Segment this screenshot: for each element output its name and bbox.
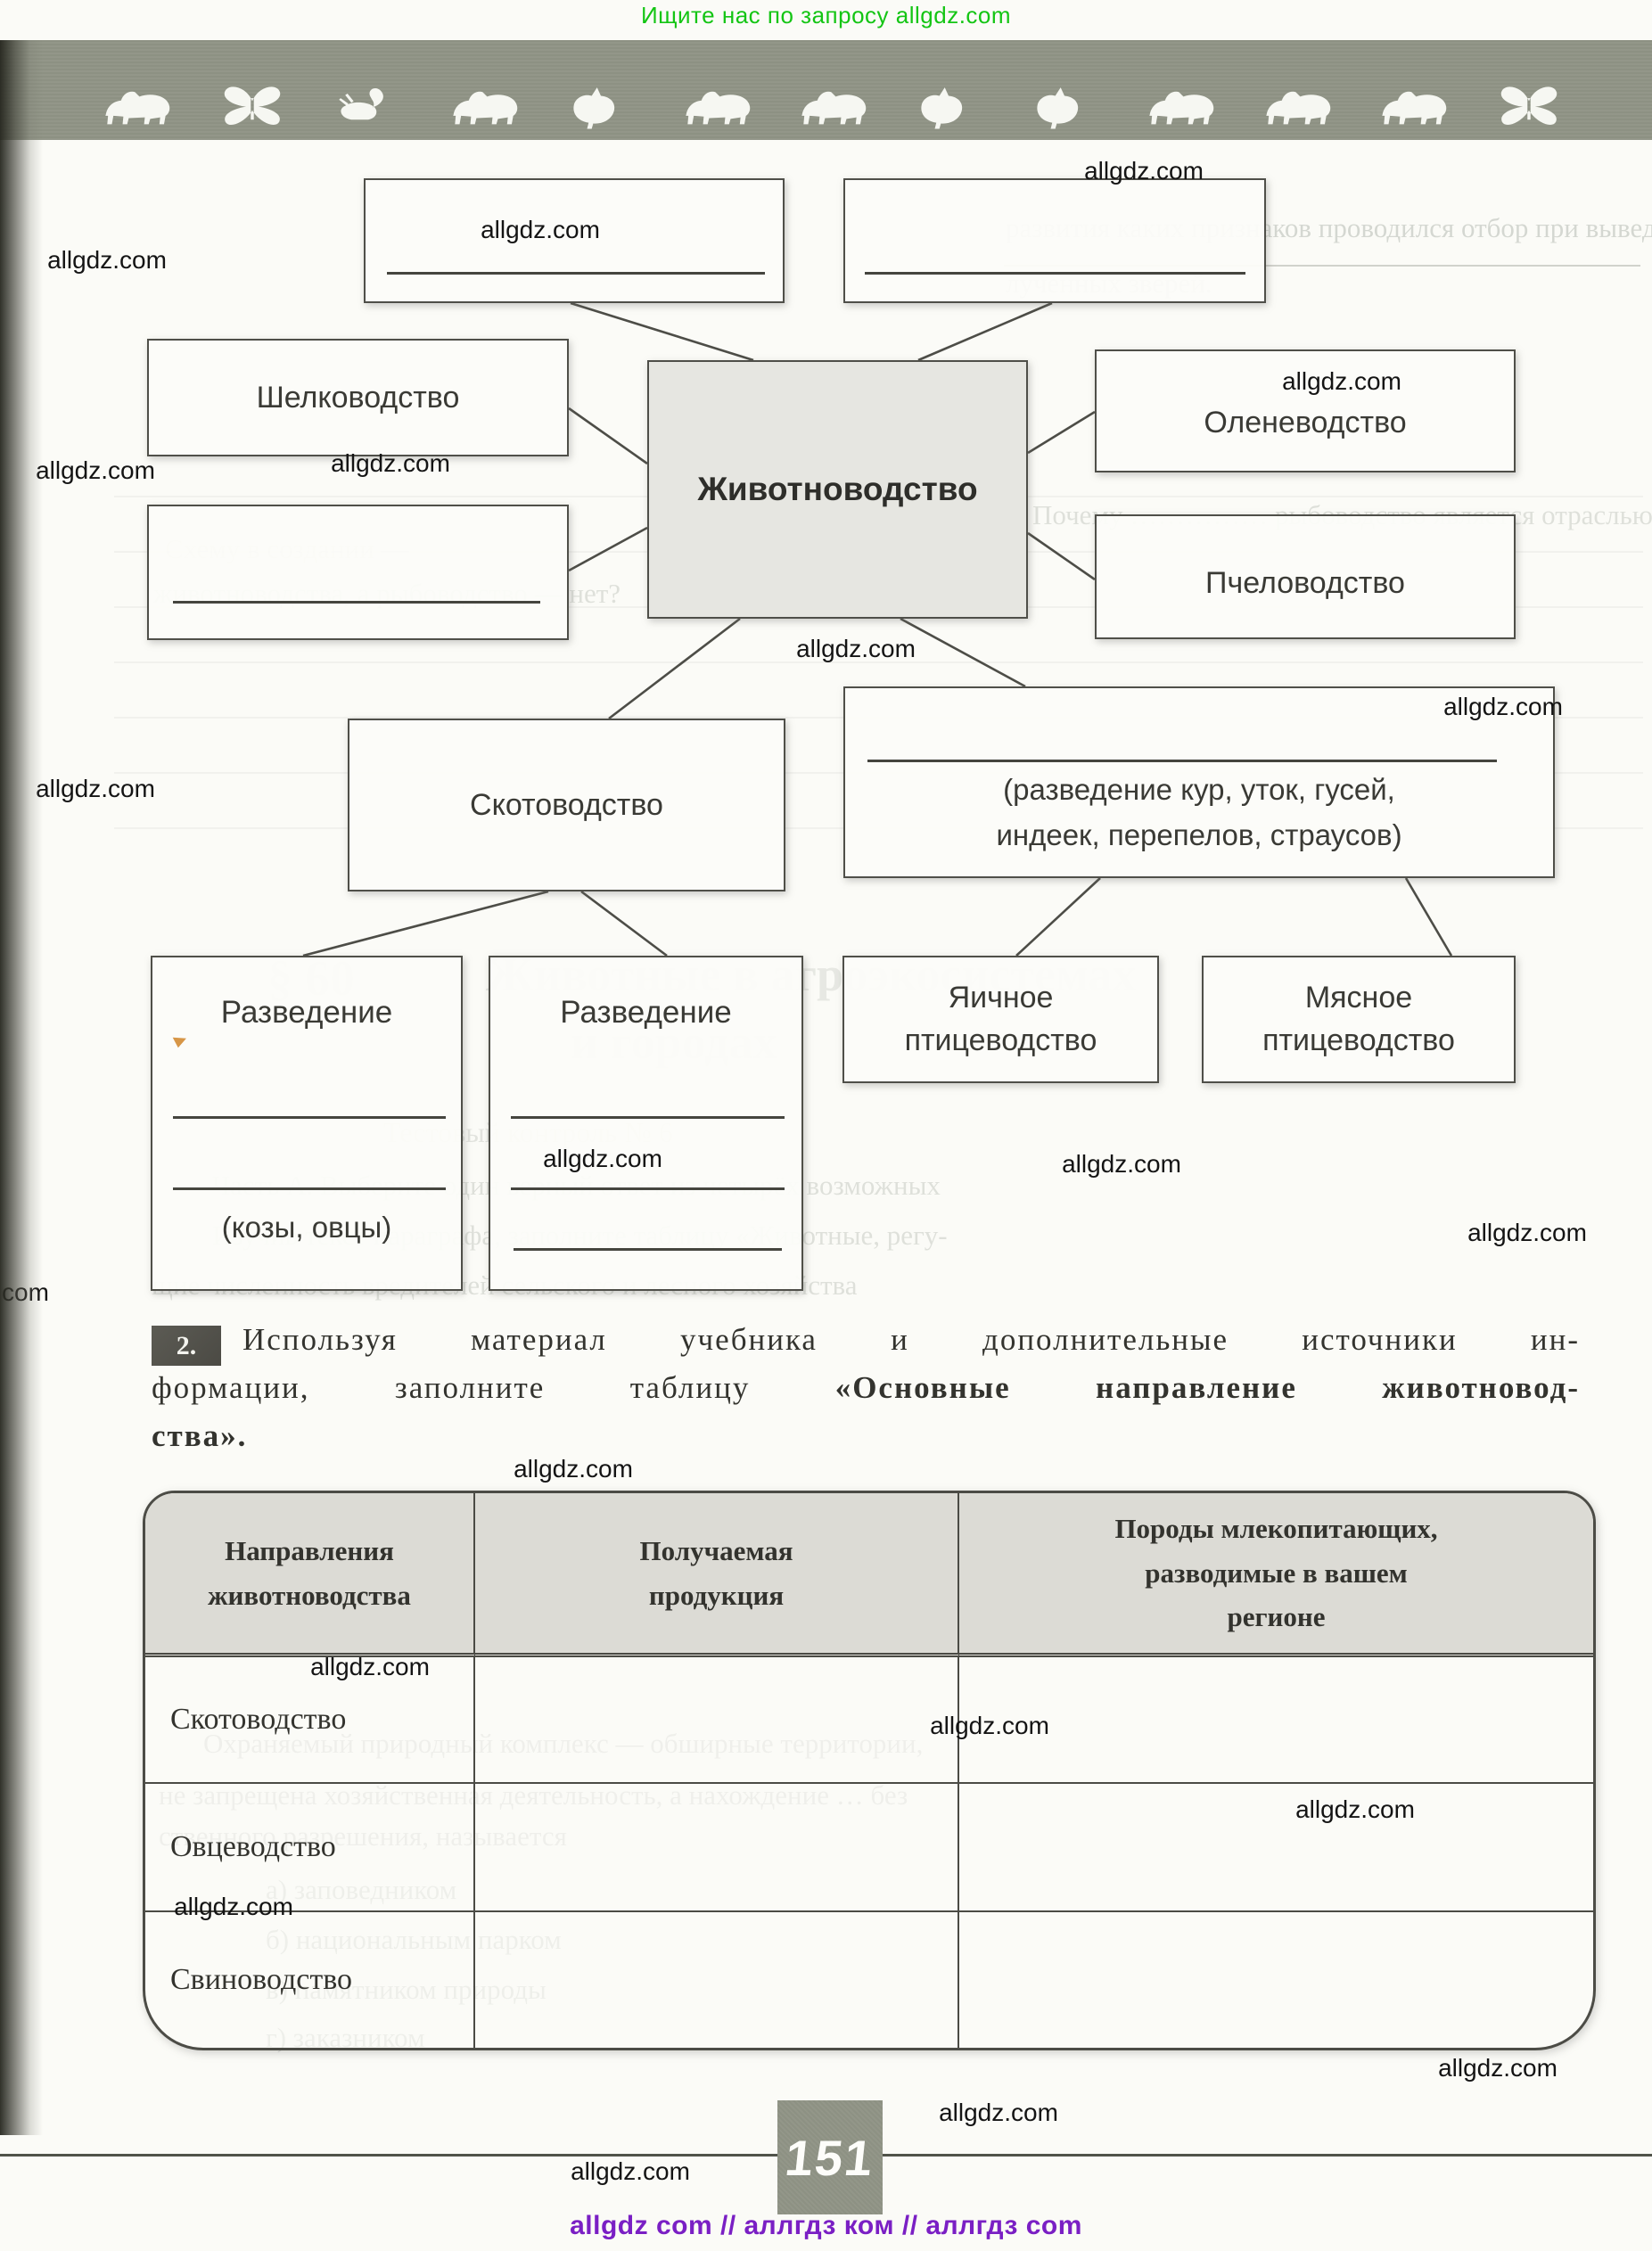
- branch-box-sericulture: Шелководство: [147, 339, 569, 456]
- blank-write-in-line: [173, 601, 540, 604]
- table-cell-pigs: Свиноводство: [145, 1912, 475, 2048]
- directions-table: Направления животноводства Получаемая пр…: [143, 1491, 1596, 2050]
- breeding-label: Разведение: [560, 995, 732, 1030]
- empty-branch-box-top-right: [843, 178, 1266, 303]
- central-box-animal-husbandry: Животноводство: [647, 360, 1028, 619]
- watermark-text: allgdz.com: [174, 1893, 293, 1920]
- table-header-breeds: Породы млекопитающих, разводимые в вашем…: [959, 1493, 1593, 1657]
- box-egg-poultry: Яичное птицеводство: [842, 956, 1159, 1083]
- task-text-normal: формации, заполните таблицу: [152, 1370, 835, 1405]
- branch-box-cattle-breeding: Скотоводство: [348, 719, 785, 891]
- watermark-text: allgdz.com: [1295, 1795, 1415, 1823]
- cat-silhouette-icon: [686, 91, 751, 125]
- box-meat-poultry: Мясное птицеводство: [1202, 956, 1516, 1083]
- blank-write-in-line: [511, 1187, 785, 1190]
- task-text-line2: формации, заполните таблицу «Основные на…: [152, 1370, 1580, 1406]
- table-header-directions: Направления животноводства: [145, 1493, 475, 1657]
- watermark-text: allgdz.com: [514, 1455, 633, 1483]
- watermark-text: allgdz.com: [1438, 2054, 1557, 2082]
- task-text-bold: «Основные направление животновод-: [834, 1370, 1580, 1405]
- goat-silhouette-icon: [1381, 91, 1446, 125]
- page-number-box: 151: [777, 2100, 883, 2214]
- watermark-text: allgdz.com: [1467, 1219, 1587, 1246]
- animal-silhouette-band: [0, 40, 1652, 140]
- table-cell-empty: [475, 1912, 959, 2048]
- empty-branch-box-top-left: [364, 178, 785, 303]
- watermark-text: allgdz.com: [1062, 1150, 1181, 1178]
- box-breeding-other: Разведение: [489, 956, 803, 1291]
- table-header-products: Получаемая продукция: [475, 1493, 959, 1657]
- wolf-silhouette-icon: [1265, 91, 1330, 125]
- butterfly-silhouette-icon: [1500, 86, 1557, 126]
- watermark-text: allgdz.com: [331, 449, 450, 477]
- horse-silhouette-icon: [453, 91, 518, 125]
- table-cell-empty: [475, 1657, 959, 1784]
- blank-write-in-line: [865, 272, 1245, 275]
- dolphin-silhouette-icon: [572, 87, 614, 129]
- watermark-text: allgdz.com: [543, 1145, 662, 1172]
- branch-box-beekeeping: Пчеловодство: [1095, 514, 1516, 639]
- blank-write-in-line: [387, 272, 765, 275]
- promo-text: Ищите нас по запросу allgdz.com: [640, 2, 1012, 29]
- bull-silhouette-icon: [105, 91, 170, 125]
- watermark-text: allgdz.com: [47, 246, 167, 274]
- blank-write-in-line: [511, 1116, 785, 1119]
- table-cell-empty: [959, 1657, 1593, 1784]
- watermark-text: allgdz.com: [939, 2099, 1058, 2126]
- watermark-text: allgdz.com: [310, 1653, 430, 1680]
- box-breeding-goats-sheep: Разведение: [151, 956, 463, 1291]
- footer-links-text: allgdz com // аллгдз ком // аллгдз com: [570, 2211, 1082, 2240]
- boar-silhouette-icon: [1149, 91, 1214, 125]
- scorpion-silhouette-icon: [339, 88, 384, 120]
- watermark-text: allgdz.com: [1443, 693, 1563, 720]
- poultry-note-text: (разведение кур, уток, гусей, индеек, пе…: [996, 773, 1402, 852]
- blank-write-in-line: [514, 1248, 782, 1251]
- watermark-text: allgdz.com: [36, 456, 155, 484]
- watermark-text: allgdz.com: [1084, 157, 1204, 185]
- blank-write-in-line: [173, 1187, 446, 1190]
- table-cell-empty: [959, 1912, 1593, 2048]
- hen-silhouette-icon: [921, 87, 963, 129]
- watermark-text: allgdz.com: [0, 1278, 49, 1306]
- faint-line: [114, 661, 1643, 663]
- table-cell-cattle: Скотоводство: [145, 1657, 475, 1784]
- faint-line: [1004, 265, 1640, 267]
- blank-write-in-line: [867, 760, 1497, 762]
- watermark-text: allgdz.com: [1282, 367, 1401, 395]
- task-number-badge: 2.: [152, 1326, 221, 1366]
- goats-sheep-note: (козы, овцы): [221, 1211, 392, 1244]
- watermark-text: allgdz.com: [481, 216, 600, 243]
- table-cell-empty: [959, 1784, 1593, 1912]
- branch-box-poultry: (разведение кур, уток, гусей, индеек, пе…: [843, 686, 1555, 878]
- butterfly-silhouette-icon: [224, 86, 281, 126]
- task-text-line1: Используя материал учебника и дополнител…: [242, 1322, 1580, 1357]
- task-text-line3: ства».: [152, 1418, 248, 1453]
- lion-silhouette-icon: [801, 91, 867, 125]
- breeding-label: Разведение: [220, 995, 393, 1030]
- blank-write-in-line: [173, 1116, 446, 1119]
- watermark-text: allgdz.com: [36, 775, 155, 802]
- watermark-text: allgdz.com: [796, 635, 916, 662]
- watermark-text: allgdz.com: [571, 2157, 690, 2185]
- table-cell-empty: [475, 1784, 959, 1912]
- branch-box-reindeer-herding: Оленеводство: [1095, 349, 1516, 472]
- watermark-text: allgdz.com: [930, 1712, 1049, 1739]
- empty-branch-box-left: [147, 505, 569, 640]
- page-number: 151: [782, 2129, 878, 2186]
- bird-silhouette-icon: [1037, 87, 1079, 129]
- table-cell-sheep: Овцеводство: [145, 1784, 475, 1912]
